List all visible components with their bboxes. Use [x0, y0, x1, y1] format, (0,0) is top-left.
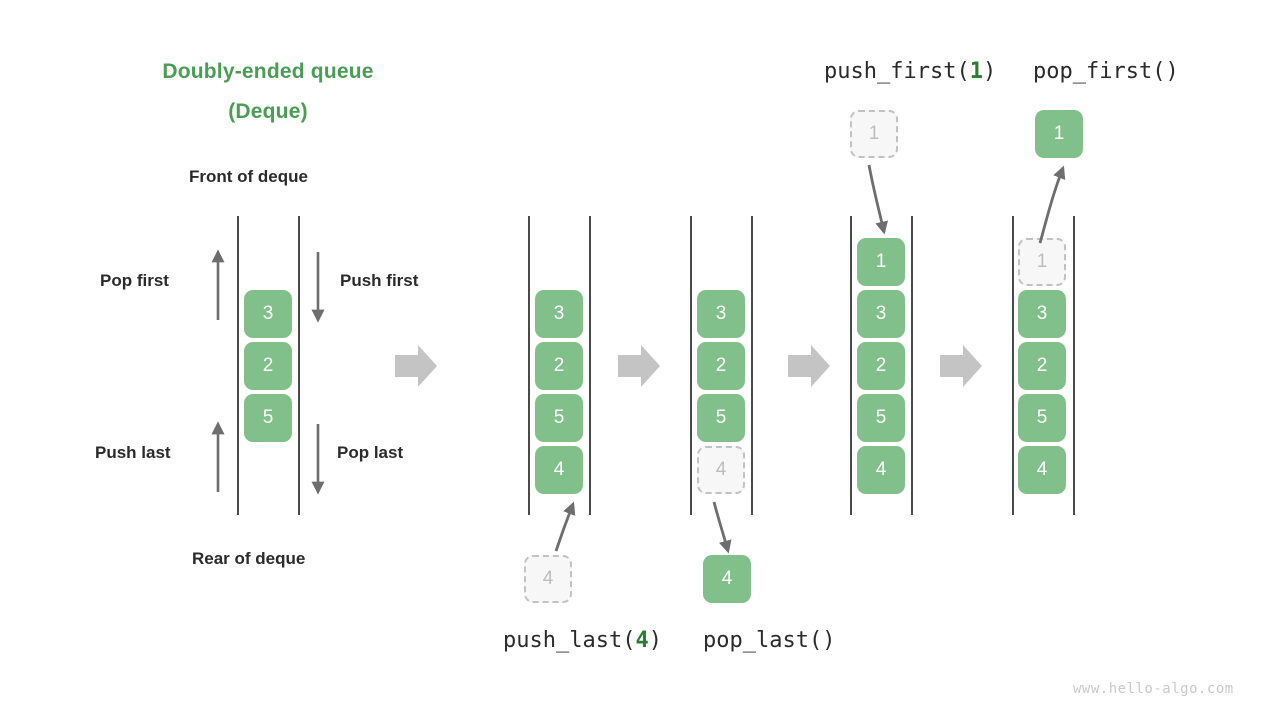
- op-caption-pop-last: pop_last(): [703, 628, 835, 653]
- cell: 5: [1018, 394, 1066, 442]
- watermark: www.hello-algo.com: [1073, 681, 1234, 697]
- cell: 4: [857, 446, 905, 494]
- cell: 2: [857, 342, 905, 390]
- pop-first-label: Pop first: [100, 271, 169, 290]
- cell: 3: [857, 290, 905, 338]
- push-last-flow-arrow: [554, 501, 576, 552]
- push-first-flow-arrow: [867, 164, 888, 235]
- rail-left-col5: [1012, 216, 1014, 515]
- op-caption-pop-first: pop_first(): [1033, 59, 1179, 84]
- op-pop-first-name: pop_first(): [1033, 59, 1179, 84]
- cell: 4: [1018, 446, 1066, 494]
- incoming-cell-push-last: 4: [524, 555, 572, 603]
- cell: 5: [244, 394, 292, 442]
- cell-ghost: 1: [1018, 238, 1066, 286]
- cell: 1: [857, 238, 905, 286]
- cell: 3: [1018, 290, 1066, 338]
- op-push-last-arg: 4: [635, 628, 649, 653]
- push-last-label: Push last: [95, 443, 171, 462]
- diagram-title-line2: (Deque): [228, 100, 308, 123]
- cell: 3: [697, 290, 745, 338]
- cell: 5: [535, 394, 583, 442]
- outgoing-cell-pop-last: 4: [703, 555, 751, 603]
- outgoing-cell-pop-first: 1: [1035, 110, 1083, 158]
- cell: 5: [697, 394, 745, 442]
- op-pop-last-name: pop_last(): [703, 628, 836, 653]
- front-of-deque-label: Front of deque: [189, 167, 308, 186]
- op-push-first-arg: 1: [969, 59, 983, 84]
- rail-right-col2: [589, 216, 591, 515]
- op-push-first-name: push_first(: [824, 59, 970, 84]
- incoming-cell-push-first: 1: [850, 110, 898, 158]
- cell: 2: [244, 342, 292, 390]
- op-caption-push-first: push_first(1): [824, 59, 996, 84]
- cell: 5: [857, 394, 905, 442]
- cell: 2: [1018, 342, 1066, 390]
- step-arrow-1: [395, 345, 437, 387]
- rail-right-col5: [1073, 216, 1075, 515]
- rail-left-col3: [690, 216, 692, 515]
- cell: 2: [697, 342, 745, 390]
- rail-left-col2: [528, 216, 530, 515]
- op-push-last-close: ): [648, 628, 662, 653]
- rail-right-col4: [911, 216, 913, 515]
- rail-left-col4: [850, 216, 852, 515]
- rail-left-col1: [237, 216, 239, 515]
- cell: 2: [535, 342, 583, 390]
- rear-of-deque-label: Rear of deque: [192, 549, 306, 568]
- step-arrow-2: [618, 345, 660, 387]
- step-arrow-4: [940, 345, 982, 387]
- diagram-title-line1: Doubly-ended queue: [162, 60, 374, 83]
- rail-right-col3: [751, 216, 753, 515]
- step-arrow-3: [788, 345, 830, 387]
- pop-last-label: Pop last: [337, 443, 404, 462]
- rail-right-col1: [298, 216, 300, 515]
- op-push-first-close: ): [982, 59, 997, 84]
- push-first-label: Push first: [340, 271, 419, 290]
- op-push-last-name: push_last(: [503, 628, 636, 653]
- cell: 3: [535, 290, 583, 338]
- pop-first-flow-arrow: [1038, 165, 1066, 244]
- op-caption-push-last: push_last(4): [503, 628, 662, 653]
- pop-last-flow-arrow: [712, 501, 732, 554]
- cell-ghost: 4: [697, 446, 745, 494]
- cell: 3: [244, 290, 292, 338]
- cell: 4: [535, 446, 583, 494]
